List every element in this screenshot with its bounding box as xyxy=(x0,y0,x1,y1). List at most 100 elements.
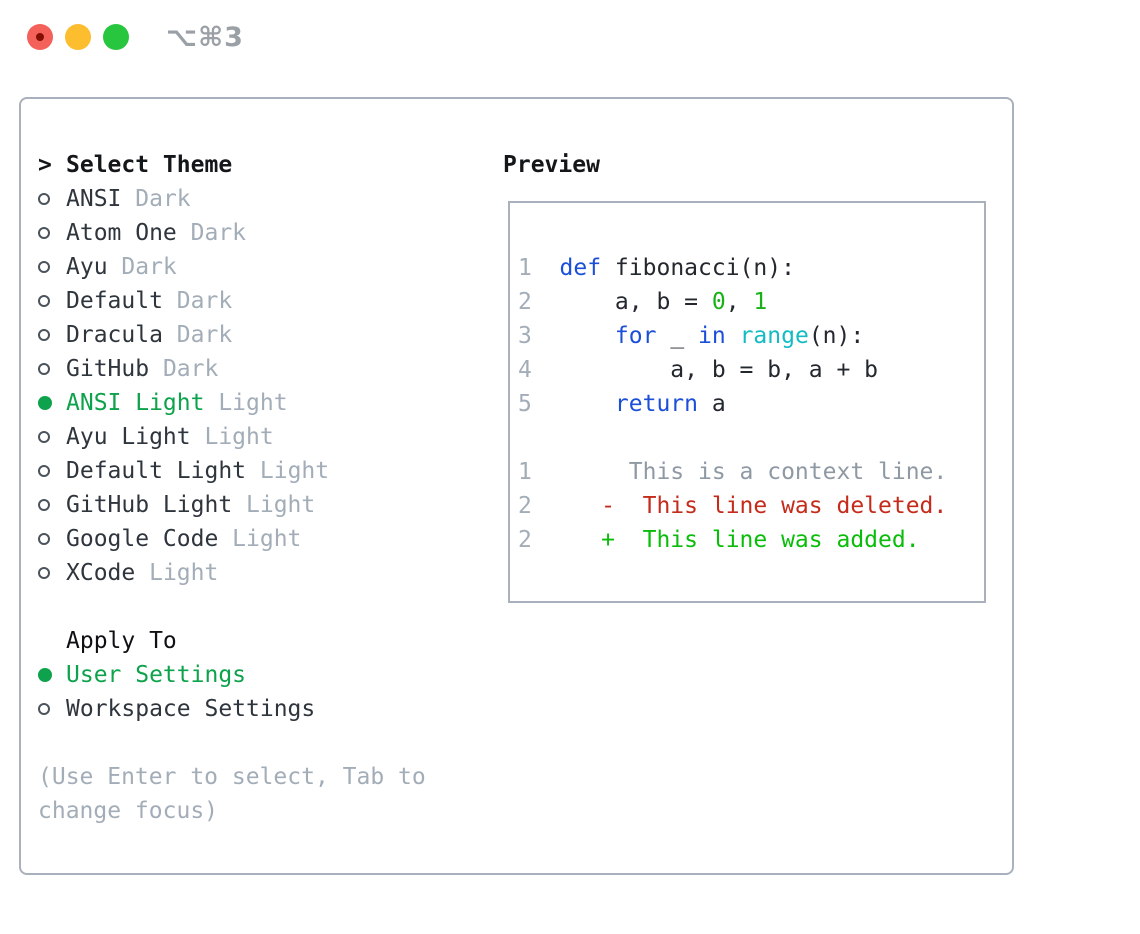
code-segment xyxy=(560,323,615,349)
apply-target-option-label: User Settings xyxy=(66,662,247,688)
code-segment: (n): xyxy=(808,323,865,349)
radio-unselected-icon xyxy=(38,363,50,375)
theme-variant-tag: Dark xyxy=(176,322,233,348)
code-segment: return xyxy=(614,391,699,417)
theme-option[interactable]: XCode Light xyxy=(38,556,426,590)
traffic-light-minimize-button[interactable] xyxy=(65,24,91,50)
theme-variant-tag: Dark xyxy=(135,186,191,212)
radio-unselected-icon xyxy=(38,567,50,579)
apply-to-list: User Settings Workspace Settings xyxy=(38,658,426,726)
select-theme-heading-label: Select Theme xyxy=(66,152,233,178)
code-segment: , xyxy=(725,289,754,315)
hint-text-line-1: (Use Enter to select, Tab to xyxy=(38,764,426,790)
radio-unselected-icon xyxy=(38,261,50,273)
theme-option-label: ANSI Light xyxy=(66,390,219,416)
theme-variant-tag: Dark xyxy=(190,220,247,246)
line-number: 1 xyxy=(518,255,532,281)
radio-selected-icon xyxy=(38,668,52,682)
theme-option[interactable]: Dracula Dark xyxy=(38,318,426,352)
spacer xyxy=(38,726,426,760)
traffic-light-zoom-button[interactable] xyxy=(103,24,129,50)
theme-variant-tag: Light xyxy=(259,458,330,484)
code-line: 2 a, b = 0, 1 xyxy=(518,285,947,319)
theme-option-label: ANSI xyxy=(66,186,136,212)
apply-to-heading-label: Apply To xyxy=(66,628,177,654)
code-segment: def xyxy=(559,255,602,281)
radio-unselected-icon xyxy=(38,227,50,239)
apply-target-option-label: Workspace Settings xyxy=(66,696,316,722)
theme-option-label: GitHub Light xyxy=(66,492,247,518)
radio-unselected-icon xyxy=(38,329,50,341)
code-segment: fibonacci(n): xyxy=(601,255,795,281)
theme-variant-tag: Light xyxy=(218,390,288,416)
code-segment xyxy=(726,323,740,349)
code-line: 3 for _ in range(n): xyxy=(518,319,947,353)
theme-variant-tag: Light xyxy=(232,526,302,552)
radio-selected-icon xyxy=(38,396,52,410)
theme-option[interactable]: Ayu Dark xyxy=(38,250,426,284)
code-line xyxy=(518,421,947,455)
titlebar: ⌥⌘3 xyxy=(0,0,1140,74)
code-segment: 1 xyxy=(753,289,768,315)
apply-to-heading: Apply To xyxy=(38,624,426,658)
code-segment: for xyxy=(614,323,657,349)
code-segment: - This line was deleted. xyxy=(559,493,948,519)
code-line: 4 a, b = b, a + b xyxy=(518,353,947,387)
radio-unselected-icon xyxy=(38,295,50,307)
code-segment: a xyxy=(698,391,726,417)
preview-heading-label: Preview xyxy=(503,152,600,178)
code-line: 2 + This line was added. xyxy=(518,523,947,557)
code-line: 1 def fibonacci(n): xyxy=(518,251,947,285)
code-segment: + This line was added. xyxy=(559,527,920,553)
window-title: ⌥⌘3 xyxy=(166,22,244,53)
line-number: 5 xyxy=(518,391,532,417)
theme-option-label: Ayu xyxy=(66,254,122,280)
apply-target-option[interactable]: Workspace Settings xyxy=(38,692,426,726)
theme-variant-tag: Light xyxy=(246,492,316,518)
theme-variant-tag: Dark xyxy=(176,288,233,314)
theme-variant-tag: Light xyxy=(204,424,274,450)
theme-option-label: Atom One xyxy=(66,220,191,246)
theme-option[interactable]: Default Light Light xyxy=(38,454,426,488)
code-line: 2 - This line was deleted. xyxy=(518,489,947,523)
line-number: 3 xyxy=(518,323,532,349)
line-number: 4 xyxy=(518,357,532,383)
code-segment: 0 xyxy=(711,289,726,315)
code-segment: _ xyxy=(656,323,699,349)
theme-option[interactable]: ANSI Dark xyxy=(38,182,426,216)
code-line: 1 This is a context line. xyxy=(518,455,947,489)
radio-unselected-icon xyxy=(38,465,50,477)
line-number: 2 xyxy=(518,289,532,315)
theme-option-label: Dracula xyxy=(66,322,177,348)
theme-option[interactable]: GitHub Light Light xyxy=(38,488,426,522)
theme-variant-tag: Dark xyxy=(162,356,219,382)
theme-option[interactable]: ANSI Light Light xyxy=(38,386,426,420)
code-segment: in xyxy=(698,323,726,349)
theme-option[interactable]: Default Dark xyxy=(38,284,426,318)
traffic-light-close-button[interactable] xyxy=(27,24,53,50)
code-segment: a, b = xyxy=(559,289,712,315)
theme-option-label: Google Code xyxy=(66,526,233,552)
line-number: 2 xyxy=(518,493,532,519)
theme-option-label: Default xyxy=(66,288,177,314)
theme-selector-column: > Select Theme ANSI Dark Atom One Dark A… xyxy=(38,148,426,828)
theme-option[interactable]: Google Code Light xyxy=(38,522,426,556)
apply-target-option[interactable]: User Settings xyxy=(38,658,426,692)
theme-option-label: Default Light xyxy=(66,458,260,484)
line-number: 2 xyxy=(518,527,532,553)
hint-text-line-2: change focus) xyxy=(38,798,219,824)
theme-variant-tag: Light xyxy=(149,560,219,586)
code-segment: This is a context line. xyxy=(559,459,948,485)
theme-option-label: XCode xyxy=(66,560,150,586)
theme-option[interactable]: Atom One Dark xyxy=(38,216,426,250)
radio-unselected-icon xyxy=(38,533,50,545)
theme-list: ANSI Dark Atom One Dark Ayu Dark Default… xyxy=(38,182,426,590)
theme-option[interactable]: GitHub Dark xyxy=(38,352,426,386)
code-line: 5 return a xyxy=(518,387,947,421)
theme-variant-tag: Dark xyxy=(121,254,177,280)
theme-option-label: Ayu Light xyxy=(66,424,205,450)
theme-option[interactable]: Ayu Light Light xyxy=(38,420,426,454)
radio-unselected-icon xyxy=(38,499,50,511)
